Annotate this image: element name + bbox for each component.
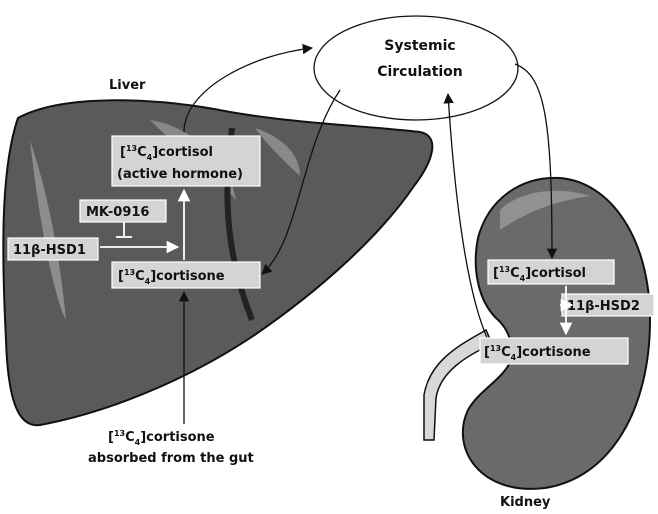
kidney-label: Kidney: [500, 495, 551, 510]
hsd1-box: [7, 237, 99, 261]
kidney-cortisol-box: [487, 259, 615, 285]
liver-active-hormone-label: (active hormone): [117, 167, 243, 182]
gut-absorbed-label: absorbed from the gut: [88, 451, 254, 466]
liver-cortisone-box: [111, 261, 261, 289]
hsd1-label: 11β-HSD1: [13, 243, 86, 258]
liver-cortisol-label: [13C4]cortisol: [120, 144, 213, 162]
liver-label: Liver: [109, 78, 146, 93]
systemic-circulation-ellipse: [313, 15, 519, 121]
gut-cortisone-label: [13C4]cortisone: [108, 429, 215, 447]
circulation-label-line1: Systemic: [384, 38, 455, 54]
liver-cortisone-label: [13C4]cortisone: [118, 268, 225, 286]
circulation-label-line2: Circulation: [377, 64, 463, 80]
kidney-to-circulation-arrow: [443, 92, 489, 341]
kidney-cortisol-label: [13C4]cortisol: [493, 265, 586, 283]
liver-to-circulation-arrow: [183, 43, 314, 133]
hsd2-label: 11β-HSD2: [567, 299, 640, 314]
inhibitor-label: MK-0916: [86, 205, 149, 220]
circulation-to-liver-arrow: [261, 89, 341, 275]
circulation-to-kidney-arrow: [514, 63, 558, 260]
kidney-cortisone-label: [13C4]cortisone: [484, 344, 591, 362]
kidney-organ: [423, 176, 652, 490]
inhibitor-box: [79, 199, 167, 223]
liver-cortisol-box: [111, 135, 261, 187]
kidney-cortisone-box: [479, 337, 629, 365]
